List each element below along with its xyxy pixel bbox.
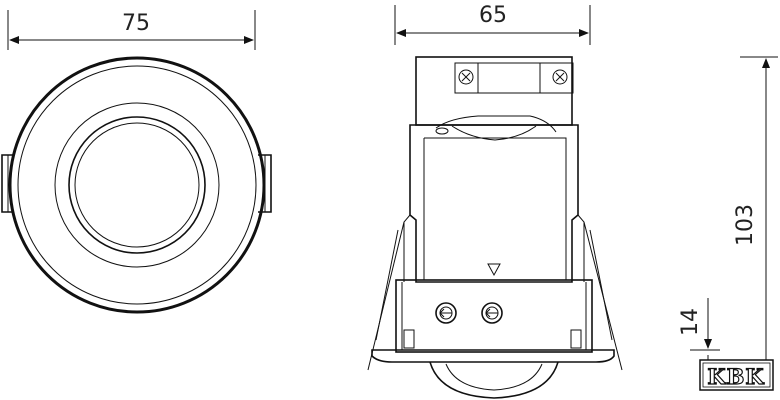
dimension-label-103: 103 [733, 204, 758, 246]
logo-text: KBK [707, 364, 764, 389]
inner-housing-ring [54, 102, 220, 268]
side-view: 65 [367, 3, 623, 399]
sensor-body [409, 124, 579, 283]
spring-arm-left [367, 221, 405, 371]
front-view: 75 [1, 10, 272, 314]
terminal-screw-right [552, 69, 568, 85]
dimension-label-75: 75 [122, 11, 150, 36]
clip-right [570, 329, 582, 349]
adjust-knob-right-icon [481, 302, 503, 324]
dimension-total-height: 103 [733, 56, 778, 389]
dimension-side-width: 65 [394, 3, 591, 45]
outer-ring [8, 56, 266, 314]
lens-dome [429, 361, 559, 399]
terminal-block [415, 56, 573, 126]
terminal-screw-left [458, 69, 474, 85]
terminal-strip [454, 62, 574, 94]
dimension-label-14: 14 [678, 308, 703, 336]
mounting-flange [371, 349, 615, 363]
adjust-knob-left-icon [435, 302, 457, 324]
triangle-marker-icon [487, 263, 501, 277]
kbk-logo: KBK [699, 359, 774, 391]
dimension-front-diameter: 75 [7, 10, 256, 50]
adjust-panel [395, 279, 593, 353]
clip-left [403, 329, 415, 349]
lens-inner-ring [74, 122, 200, 248]
lens-ring [68, 116, 206, 254]
bezel-ring [17, 65, 257, 305]
dimension-label-65: 65 [479, 3, 507, 28]
